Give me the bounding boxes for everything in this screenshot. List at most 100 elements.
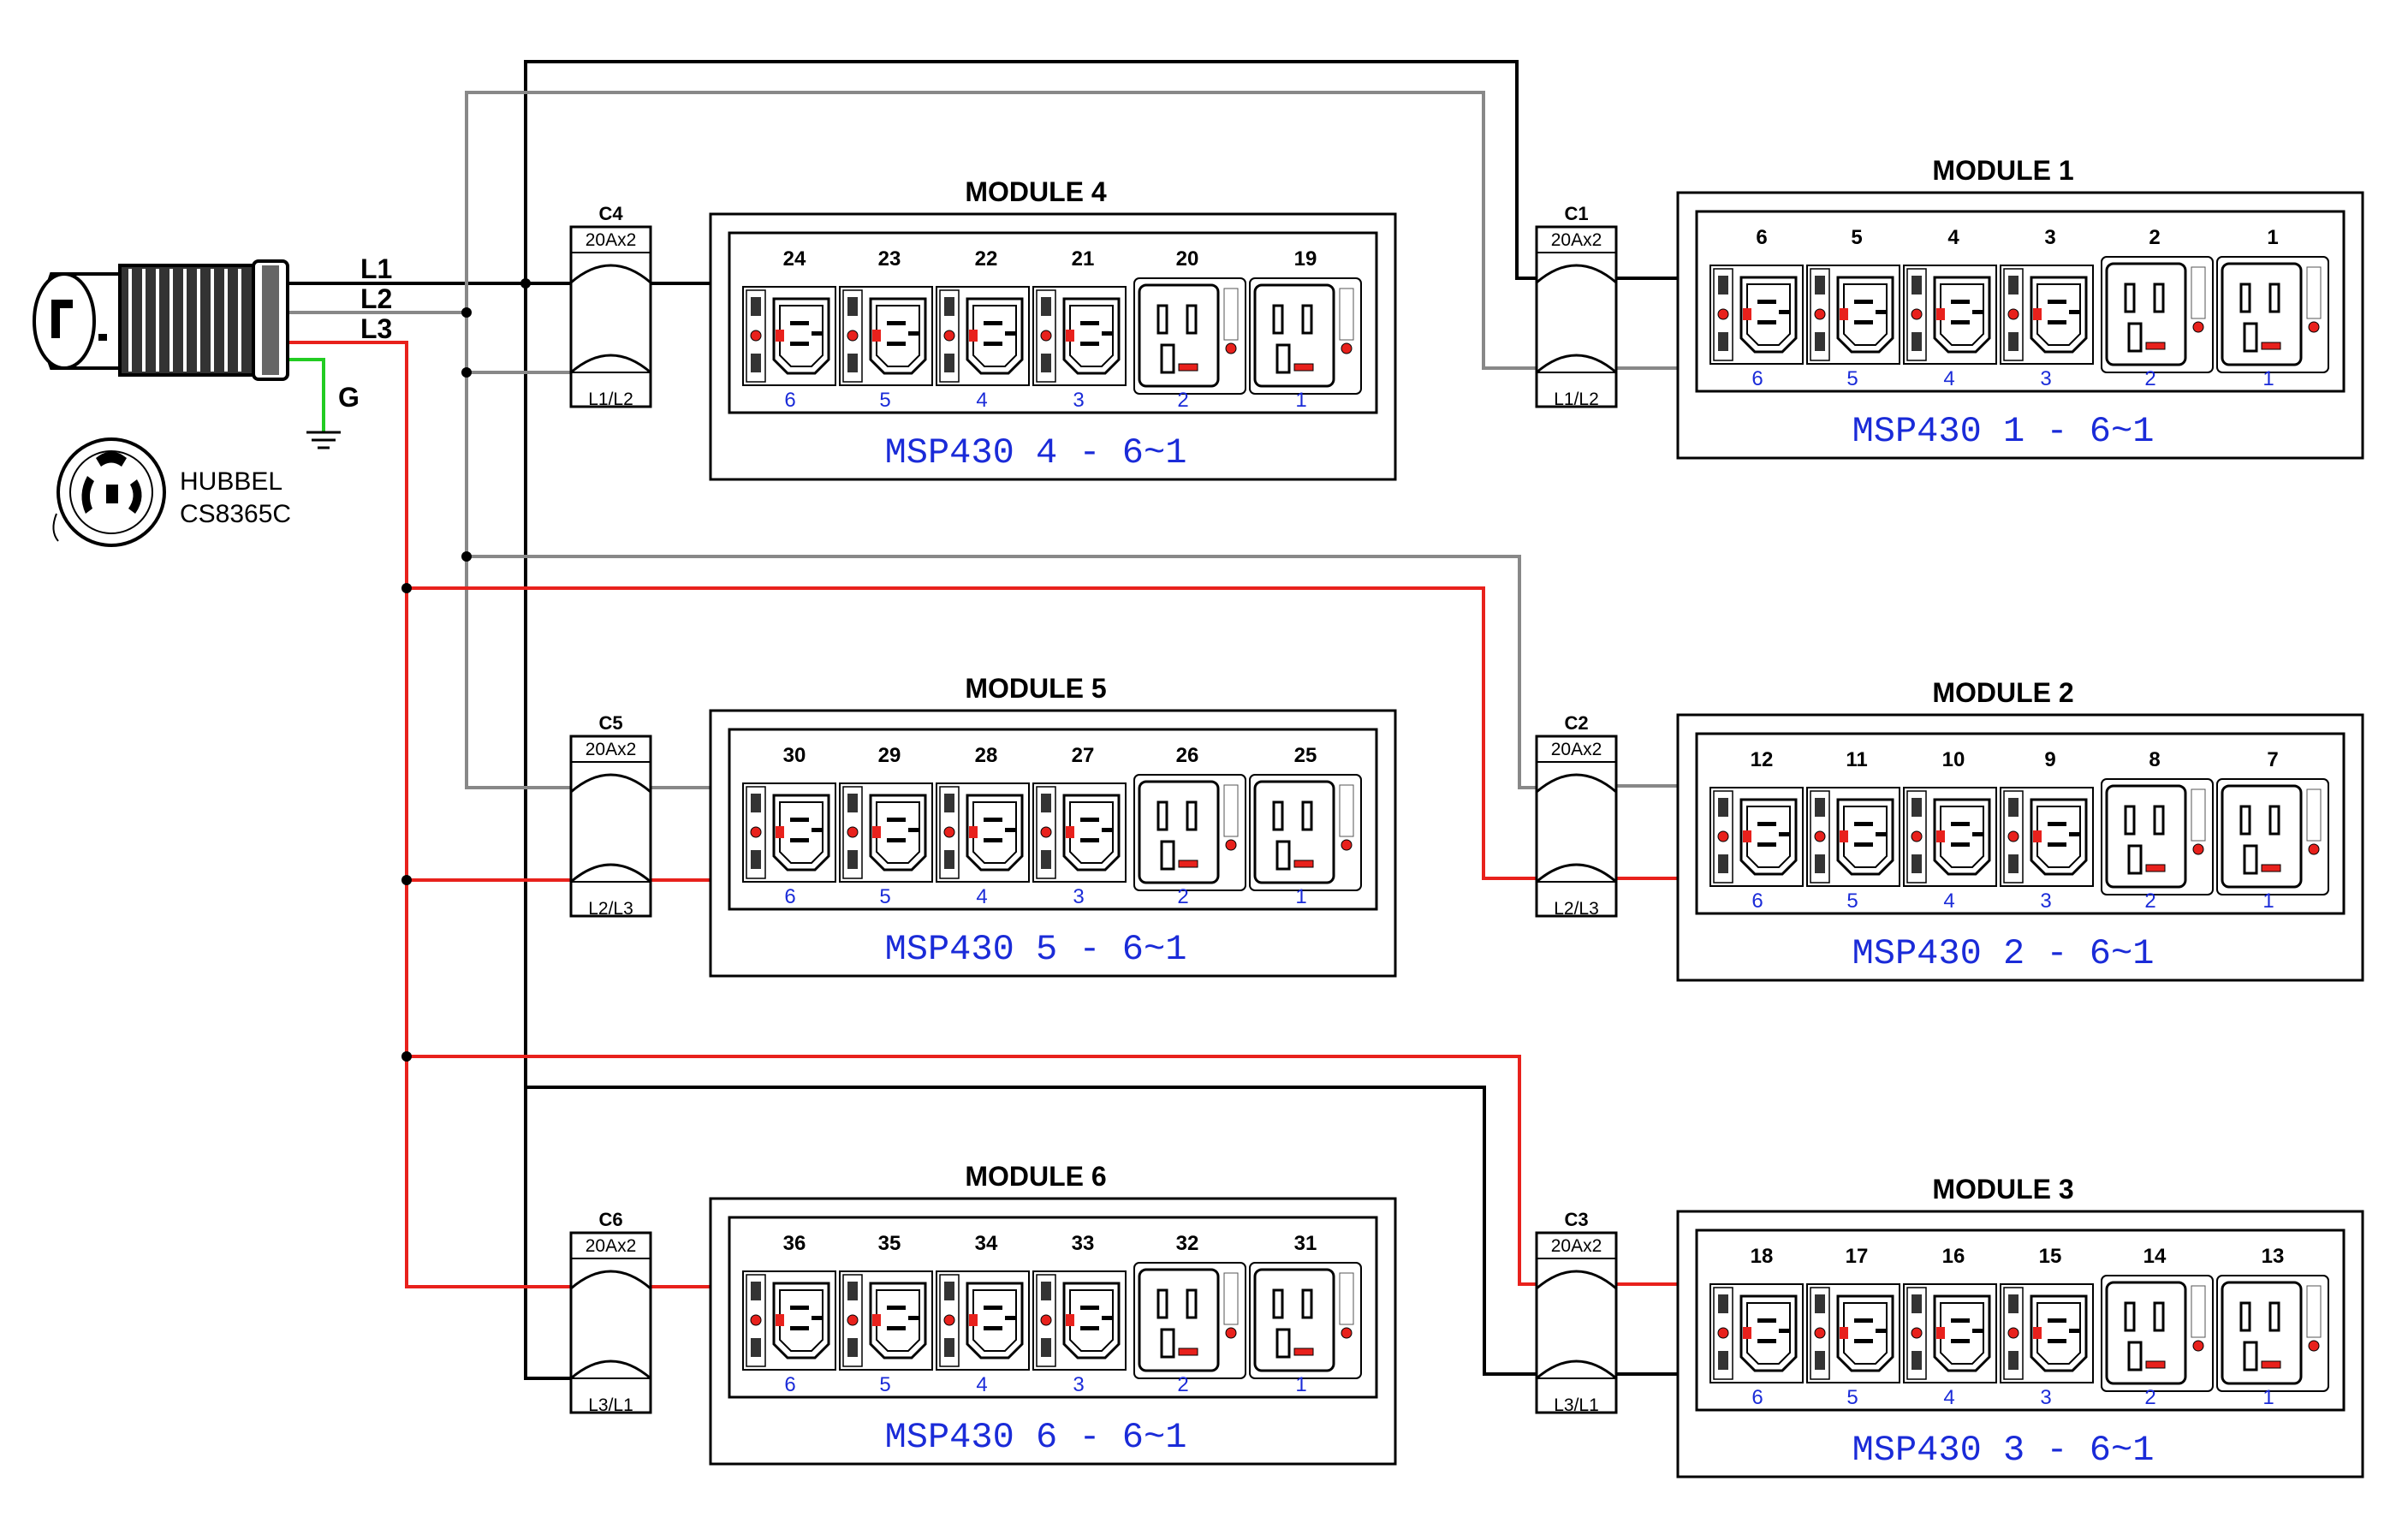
outlet-print: [1041, 794, 1051, 812]
outlet-led: [1040, 1314, 1052, 1326]
outlet-number: 26: [1176, 744, 1199, 767]
c13-socket: [1062, 297, 1121, 375]
c13-pin: [1757, 842, 1776, 847]
wiring: [282, 60, 1678, 1380]
c13-pin: [790, 1326, 809, 1330]
c13-socket: [2030, 1294, 2088, 1372]
outlet-position: 1: [2262, 367, 2274, 390]
c13-pin: [1080, 838, 1099, 842]
module-label: MSP430 5 - 6~1: [885, 929, 1187, 970]
outlet-position: 6: [1751, 367, 1763, 390]
c13-pin: [984, 321, 1002, 325]
c19-indicator: [1178, 860, 1198, 868]
outlet-position: 1: [1295, 885, 1306, 908]
junction-dots: [401, 278, 531, 1062]
breaker-arc-bottom: [570, 863, 651, 884]
breaker-arc-bottom: [1536, 354, 1617, 374]
c19-pin: [2124, 1301, 2136, 1332]
outlet-led: [2308, 321, 2320, 333]
c13-socket: [1836, 798, 1894, 876]
c19-pin: [1186, 800, 1198, 831]
c13-pin: [1102, 828, 1112, 832]
c19-indicator: [1178, 1348, 1198, 1356]
c13-indicator: [1936, 830, 1945, 842]
c19-pin: [2268, 283, 2280, 313]
outlet-print: [1041, 354, 1051, 372]
outlet-led: [1225, 1327, 1237, 1339]
module-title: MODULE 4: [965, 176, 1107, 207]
breaker-id: C6: [598, 1209, 622, 1230]
outlet-led: [2007, 1327, 2019, 1339]
breaker-rating: 20Ax2: [586, 1236, 637, 1256]
outlet-position: 5: [1846, 367, 1858, 390]
c13-pin: [1080, 321, 1099, 325]
breaker-rating: 20Ax2: [586, 230, 637, 250]
outlet-position: 3: [2040, 1386, 2051, 1409]
breaker-body: [569, 225, 652, 408]
outlet-led: [943, 330, 955, 342]
outlet-position: 6: [784, 389, 795, 412]
outlet-number: 27: [1072, 744, 1095, 767]
outlet-led: [847, 330, 859, 342]
c19-indicator: [1178, 363, 1198, 372]
outlet-position: 2: [1177, 1373, 1188, 1396]
c13-indicator: [969, 826, 978, 838]
c13-socket: [869, 297, 927, 375]
outlet-position: 6: [1751, 1386, 1763, 1409]
outlet-led: [1911, 308, 1923, 320]
outlet-position: 5: [879, 1373, 890, 1396]
c13-pin: [1854, 300, 1873, 304]
c13-pin: [984, 1326, 1002, 1330]
c13-indicator: [1936, 1327, 1945, 1339]
breaker-arc-bottom: [570, 1359, 651, 1380]
c19-indicator: [1293, 1348, 1314, 1356]
outlet-print: [847, 297, 858, 316]
outlet-print: [847, 850, 858, 869]
outlet-position: 2: [1177, 885, 1188, 908]
twist-lock-plug: [33, 259, 289, 381]
outlet-number: 30: [783, 744, 806, 767]
outlet-print: [751, 297, 761, 316]
outlet-print: [1718, 1294, 1728, 1313]
c13-pin: [984, 838, 1002, 842]
c13-pin: [1080, 1306, 1099, 1310]
outlet-led: [2308, 843, 2320, 855]
breaker-arc-top: [570, 773, 651, 794]
outlet-print: [1041, 297, 1051, 316]
c13-indicator: [1743, 830, 1751, 842]
c13-socket-inner: [972, 305, 1017, 367]
c13-socket-inner: [2036, 1302, 2081, 1365]
l1-label: L1: [360, 253, 392, 284]
l2-label: L2: [360, 283, 392, 314]
c19-pin: [1156, 1288, 1168, 1319]
breaker-pair: L3/L1: [588, 1395, 633, 1415]
outlet-position: 4: [976, 885, 987, 908]
c19-pin: [2153, 283, 2165, 313]
c13-pin: [1757, 822, 1776, 826]
c19-pin: [2127, 1341, 2143, 1371]
outlet-number: 20: [1176, 247, 1199, 271]
outlet-print: [944, 297, 954, 316]
c13-pin: [1779, 1329, 1789, 1333]
breaker-body: [1535, 225, 1618, 408]
outlet-led: [2007, 830, 2019, 842]
outlet-position: 2: [2144, 1386, 2155, 1409]
c19-pin: [2124, 805, 2136, 836]
c13-socket-inner: [1940, 1302, 1984, 1365]
outlet-number: 4: [1947, 226, 1959, 249]
c13-indicator: [1066, 826, 1074, 838]
c13-socket: [966, 794, 1024, 872]
c13-pin: [1102, 331, 1112, 336]
c13-socket: [1739, 276, 1798, 354]
outlet-print: [1041, 1338, 1051, 1357]
c13-socket-inner: [1746, 283, 1791, 346]
c13-pin: [1876, 1329, 1886, 1333]
outlet-position: 4: [976, 1373, 987, 1396]
c19-pin: [1275, 343, 1291, 374]
outlet-print: [1912, 1294, 1922, 1313]
outlet-number: 10: [1942, 748, 1965, 771]
c13-socket: [1739, 1294, 1798, 1372]
c13-socket-inner: [1069, 801, 1114, 864]
c13-socket: [869, 1282, 927, 1359]
